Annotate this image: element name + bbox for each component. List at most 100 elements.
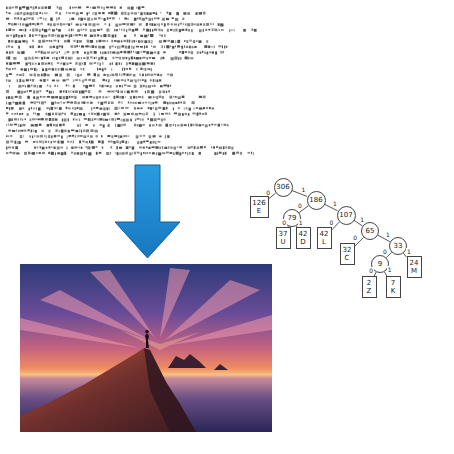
glyph-mark bbox=[57, 23, 60, 25]
glyph-mark bbox=[94, 62, 97, 64]
symbol-letter: Z bbox=[367, 287, 372, 295]
glyph-mark bbox=[94, 73, 96, 76]
glyph-mark bbox=[16, 129, 17, 131]
glyph-mark bbox=[102, 147, 103, 149]
glyph-mark bbox=[153, 79, 154, 82]
glyph-mark bbox=[71, 96, 74, 98]
glyph-mark bbox=[71, 57, 73, 60]
glyph-mark bbox=[170, 152, 173, 154]
glyph-mark bbox=[126, 135, 128, 137]
glyph-mark bbox=[15, 141, 17, 144]
glyph-mark bbox=[44, 12, 45, 14]
glyph-mark bbox=[128, 57, 130, 60]
glyph-mark bbox=[14, 23, 17, 25]
glyph-mark bbox=[187, 12, 190, 15]
glyph-mark bbox=[55, 96, 58, 98]
glyph-mark bbox=[24, 34, 26, 36]
glyph-mark bbox=[59, 7, 62, 10]
glyph-mark bbox=[41, 101, 44, 104]
glyph-mark bbox=[134, 12, 137, 14]
glyph-mark bbox=[122, 68, 123, 71]
glyph-mark bbox=[51, 146, 52, 148]
glyph-mark bbox=[150, 79, 152, 81]
edge-bit-label: 0 bbox=[352, 234, 358, 241]
glyph-mark bbox=[140, 40, 143, 42]
glyph-mark bbox=[35, 29, 38, 32]
glyph-mark bbox=[222, 51, 224, 53]
glyph-mark bbox=[45, 68, 47, 71]
weight-number: 9 bbox=[378, 260, 382, 268]
glyph-mark bbox=[46, 113, 48, 116]
glyph-mark bbox=[129, 40, 131, 43]
glyph-mark bbox=[86, 152, 88, 155]
glyph-mark bbox=[142, 18, 145, 21]
glyph-mark bbox=[77, 74, 79, 77]
glyph-mark bbox=[21, 51, 24, 54]
glyph-mark bbox=[117, 152, 119, 155]
edge-bit-label: 1 bbox=[406, 248, 412, 255]
glyph-mark bbox=[11, 23, 13, 25]
glyph-mark bbox=[119, 57, 121, 60]
glyph-mark bbox=[6, 35, 9, 37]
glyph-mark bbox=[153, 102, 155, 104]
glyph-mark bbox=[124, 40, 127, 42]
glyph-mark bbox=[117, 46, 119, 49]
glyph-mark bbox=[79, 45, 80, 47]
glyph-mark bbox=[15, 102, 18, 105]
glyph-mark bbox=[173, 96, 175, 98]
glyph-mark bbox=[221, 124, 222, 126]
weight-number: 37 bbox=[279, 230, 288, 238]
glyph-mark bbox=[97, 68, 99, 71]
glyph-mark bbox=[15, 146, 18, 149]
glyph-mark bbox=[72, 7, 73, 9]
glyph-mark bbox=[166, 18, 169, 20]
glyph-mark bbox=[79, 147, 80, 149]
glyph-mark bbox=[87, 146, 90, 149]
glyph-mark bbox=[9, 51, 11, 54]
glyph-mark bbox=[104, 18, 106, 21]
glyph-mark bbox=[37, 147, 39, 149]
glyph-mark bbox=[182, 96, 185, 98]
glyph-mark bbox=[232, 152, 235, 155]
glyph-mark bbox=[204, 146, 206, 148]
glyph-mark bbox=[83, 113, 85, 116]
symbol-letter: M bbox=[411, 267, 417, 275]
glyph-mark bbox=[87, 12, 89, 15]
glyph-mark bbox=[51, 102, 54, 105]
glyph-mark bbox=[150, 102, 152, 105]
glyph-mark bbox=[158, 107, 161, 109]
glyph-mark bbox=[170, 85, 171, 87]
glyph-mark bbox=[48, 135, 50, 138]
glyph-mark bbox=[113, 57, 115, 59]
glyph-mark bbox=[199, 152, 201, 155]
glyph-mark bbox=[170, 74, 173, 77]
glyph-mark bbox=[146, 112, 148, 115]
glyph-mark bbox=[154, 29, 157, 31]
glyph-mark bbox=[127, 51, 130, 54]
glyph-mark bbox=[98, 57, 100, 60]
glyph-mark bbox=[106, 152, 109, 155]
glyph-mark bbox=[64, 152, 66, 155]
glyph-mark bbox=[43, 96, 46, 98]
glyph-mark bbox=[94, 96, 95, 98]
glyph-mark bbox=[105, 96, 108, 98]
glyph-mark bbox=[180, 23, 182, 25]
glyph-mark bbox=[130, 80, 133, 83]
glyph-mark bbox=[131, 7, 134, 10]
glyph-mark bbox=[133, 96, 135, 99]
glyph-mark bbox=[208, 46, 210, 49]
glyph-mark bbox=[213, 146, 215, 149]
glyph-mark bbox=[30, 46, 32, 49]
glyph-mark bbox=[140, 35, 143, 37]
glyph-mark bbox=[149, 135, 152, 138]
glyph-mark bbox=[6, 96, 7, 98]
glyph-mark bbox=[71, 45, 74, 47]
glyph-mark bbox=[206, 107, 208, 109]
glyph-mark bbox=[79, 135, 82, 137]
glyph-mark bbox=[213, 45, 215, 48]
glyph-mark bbox=[148, 85, 151, 88]
glyph-mark bbox=[64, 52, 66, 55]
glyph-mark bbox=[159, 40, 162, 43]
edge-bit-label: 0 bbox=[368, 267, 374, 274]
glyph-mark bbox=[142, 118, 144, 120]
